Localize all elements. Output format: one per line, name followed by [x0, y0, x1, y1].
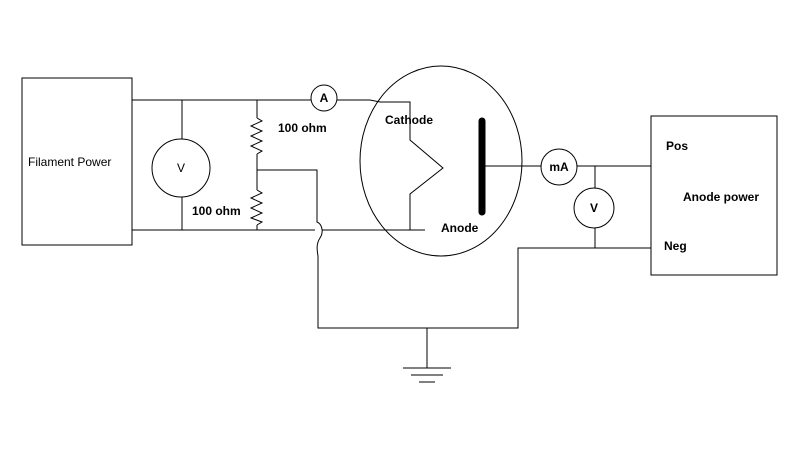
milliammeter-label: mA	[549, 160, 569, 174]
anode-power-box	[650, 115, 778, 276]
resistor-lower: 100 ohm	[192, 189, 264, 226]
resistor-upper-label: 100 ohm	[278, 121, 327, 135]
wire-ammeter-to-cathode	[336, 99, 381, 103]
resistor-lower-zigzag	[249, 189, 264, 226]
anode-voltmeter: V	[573, 187, 615, 229]
ground-icon	[403, 367, 451, 383]
filament-power-supply: Filament Power	[21, 77, 133, 246]
ammeter: A	[310, 84, 338, 112]
anode-power-label: Anode power	[683, 190, 759, 204]
cathode-label: Cathode	[385, 113, 433, 127]
ammeter-circle	[310, 84, 338, 112]
anode-power-supply: Pos Anode power Neg	[650, 115, 778, 276]
milliammeter-circle	[540, 148, 578, 186]
resistor-upper: 100 ohm	[249, 117, 327, 155]
filament-power-box	[21, 77, 133, 246]
tube-envelope	[359, 65, 523, 257]
resistor-lower-label: 100 ohm	[192, 204, 241, 218]
ammeter-label: A	[320, 91, 329, 105]
anode-neg-label: Neg	[664, 239, 687, 253]
anode-label: Anode	[441, 221, 479, 235]
anode-voltmeter-label: V	[590, 201, 598, 215]
filament-voltmeter-label: V	[177, 161, 185, 175]
wire-centertap-ground-neg	[257, 169, 651, 329]
filament-power-label: Filament Power	[28, 155, 111, 169]
cathode-filament	[380, 101, 444, 230]
filament-voltmeter: V	[151, 138, 211, 198]
filament-voltmeter-circle	[151, 138, 211, 198]
milliammeter: mA	[540, 148, 578, 186]
vacuum-tube: Cathode Anode	[359, 65, 523, 257]
resistor-upper-zigzag	[249, 117, 264, 155]
wires	[132, 99, 651, 368]
anode-voltmeter-circle	[573, 187, 615, 229]
anode-pos-label: Pos	[666, 139, 688, 153]
